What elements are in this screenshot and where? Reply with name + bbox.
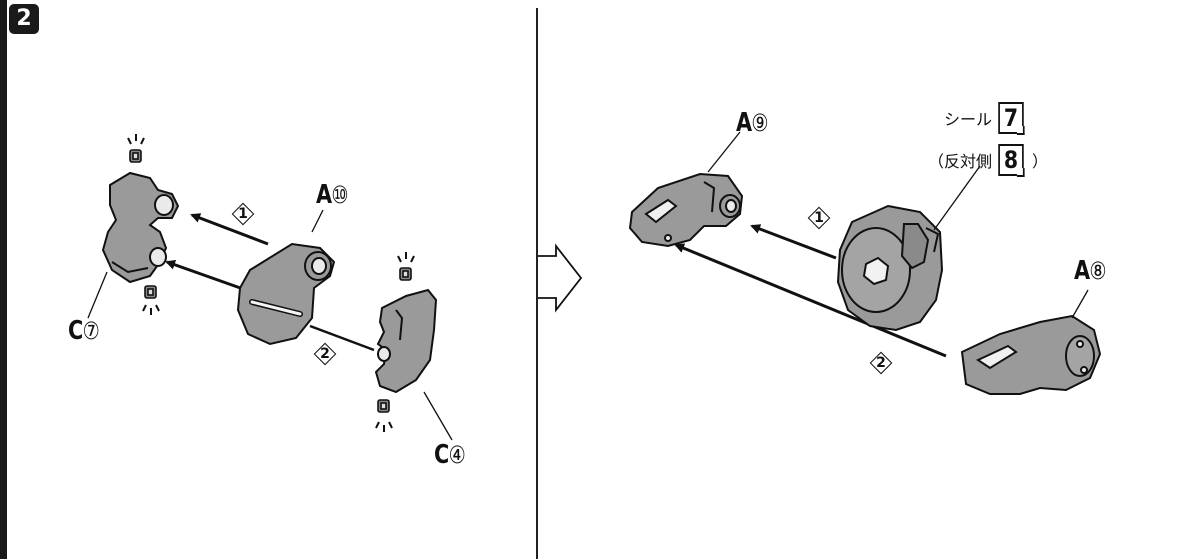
order-mark-1-left: 1 (232, 203, 254, 225)
leader-a10 (311, 209, 324, 233)
leader-c7 (87, 271, 108, 319)
seal-opposite-number-box: 8 (998, 144, 1025, 177)
peg-top-c7 (127, 134, 145, 163)
seal-number-box: 7 (998, 102, 1025, 135)
seal-label: シール (944, 110, 993, 129)
order-mark-2-left: 2 (314, 343, 336, 365)
label-part-a9: A⑨ (736, 108, 768, 138)
leader-a8 (1071, 289, 1089, 319)
label-part-a10: A⑩ (316, 180, 348, 210)
order-mark-2-right: 2 (870, 352, 892, 374)
seal-instruction: シール 7 (944, 102, 1026, 135)
part-c4 (374, 288, 438, 394)
part-assembled-gear (836, 204, 944, 332)
label-part-a8: A⑧ (1074, 256, 1106, 286)
part-c7 (101, 171, 180, 284)
guide-line-step2 (309, 324, 375, 352)
arrow-step2-right (674, 243, 947, 358)
leader-seal (933, 165, 981, 231)
label-part-c7: C⑦ (68, 316, 100, 346)
part-a10 (236, 242, 336, 346)
left-frame-bar (0, 0, 7, 559)
leader-c4 (423, 391, 453, 441)
seal-opposite-close: ） (1032, 152, 1049, 171)
part-a9 (628, 172, 744, 248)
part-a8 (960, 314, 1102, 395)
panel-divider (536, 8, 538, 559)
label-part-c4: C④ (434, 440, 466, 470)
order-mark-1-right: 1 (808, 207, 830, 229)
step-number-badge: 2 (9, 4, 39, 34)
peg-top-c4 (397, 252, 415, 281)
next-step-arrow (538, 243, 583, 313)
peg-bottom-c4 (375, 399, 393, 432)
peg-bottom-c7 (142, 285, 160, 315)
arrow-step1-right (750, 224, 837, 260)
arrow-step2-left (165, 259, 247, 292)
arrow-step1-left (190, 213, 269, 246)
seal-opposite-instruction: （反対側 8 ） (928, 144, 1049, 177)
leader-a9 (707, 131, 741, 173)
seal-opposite-open: （反対側 (928, 152, 993, 171)
